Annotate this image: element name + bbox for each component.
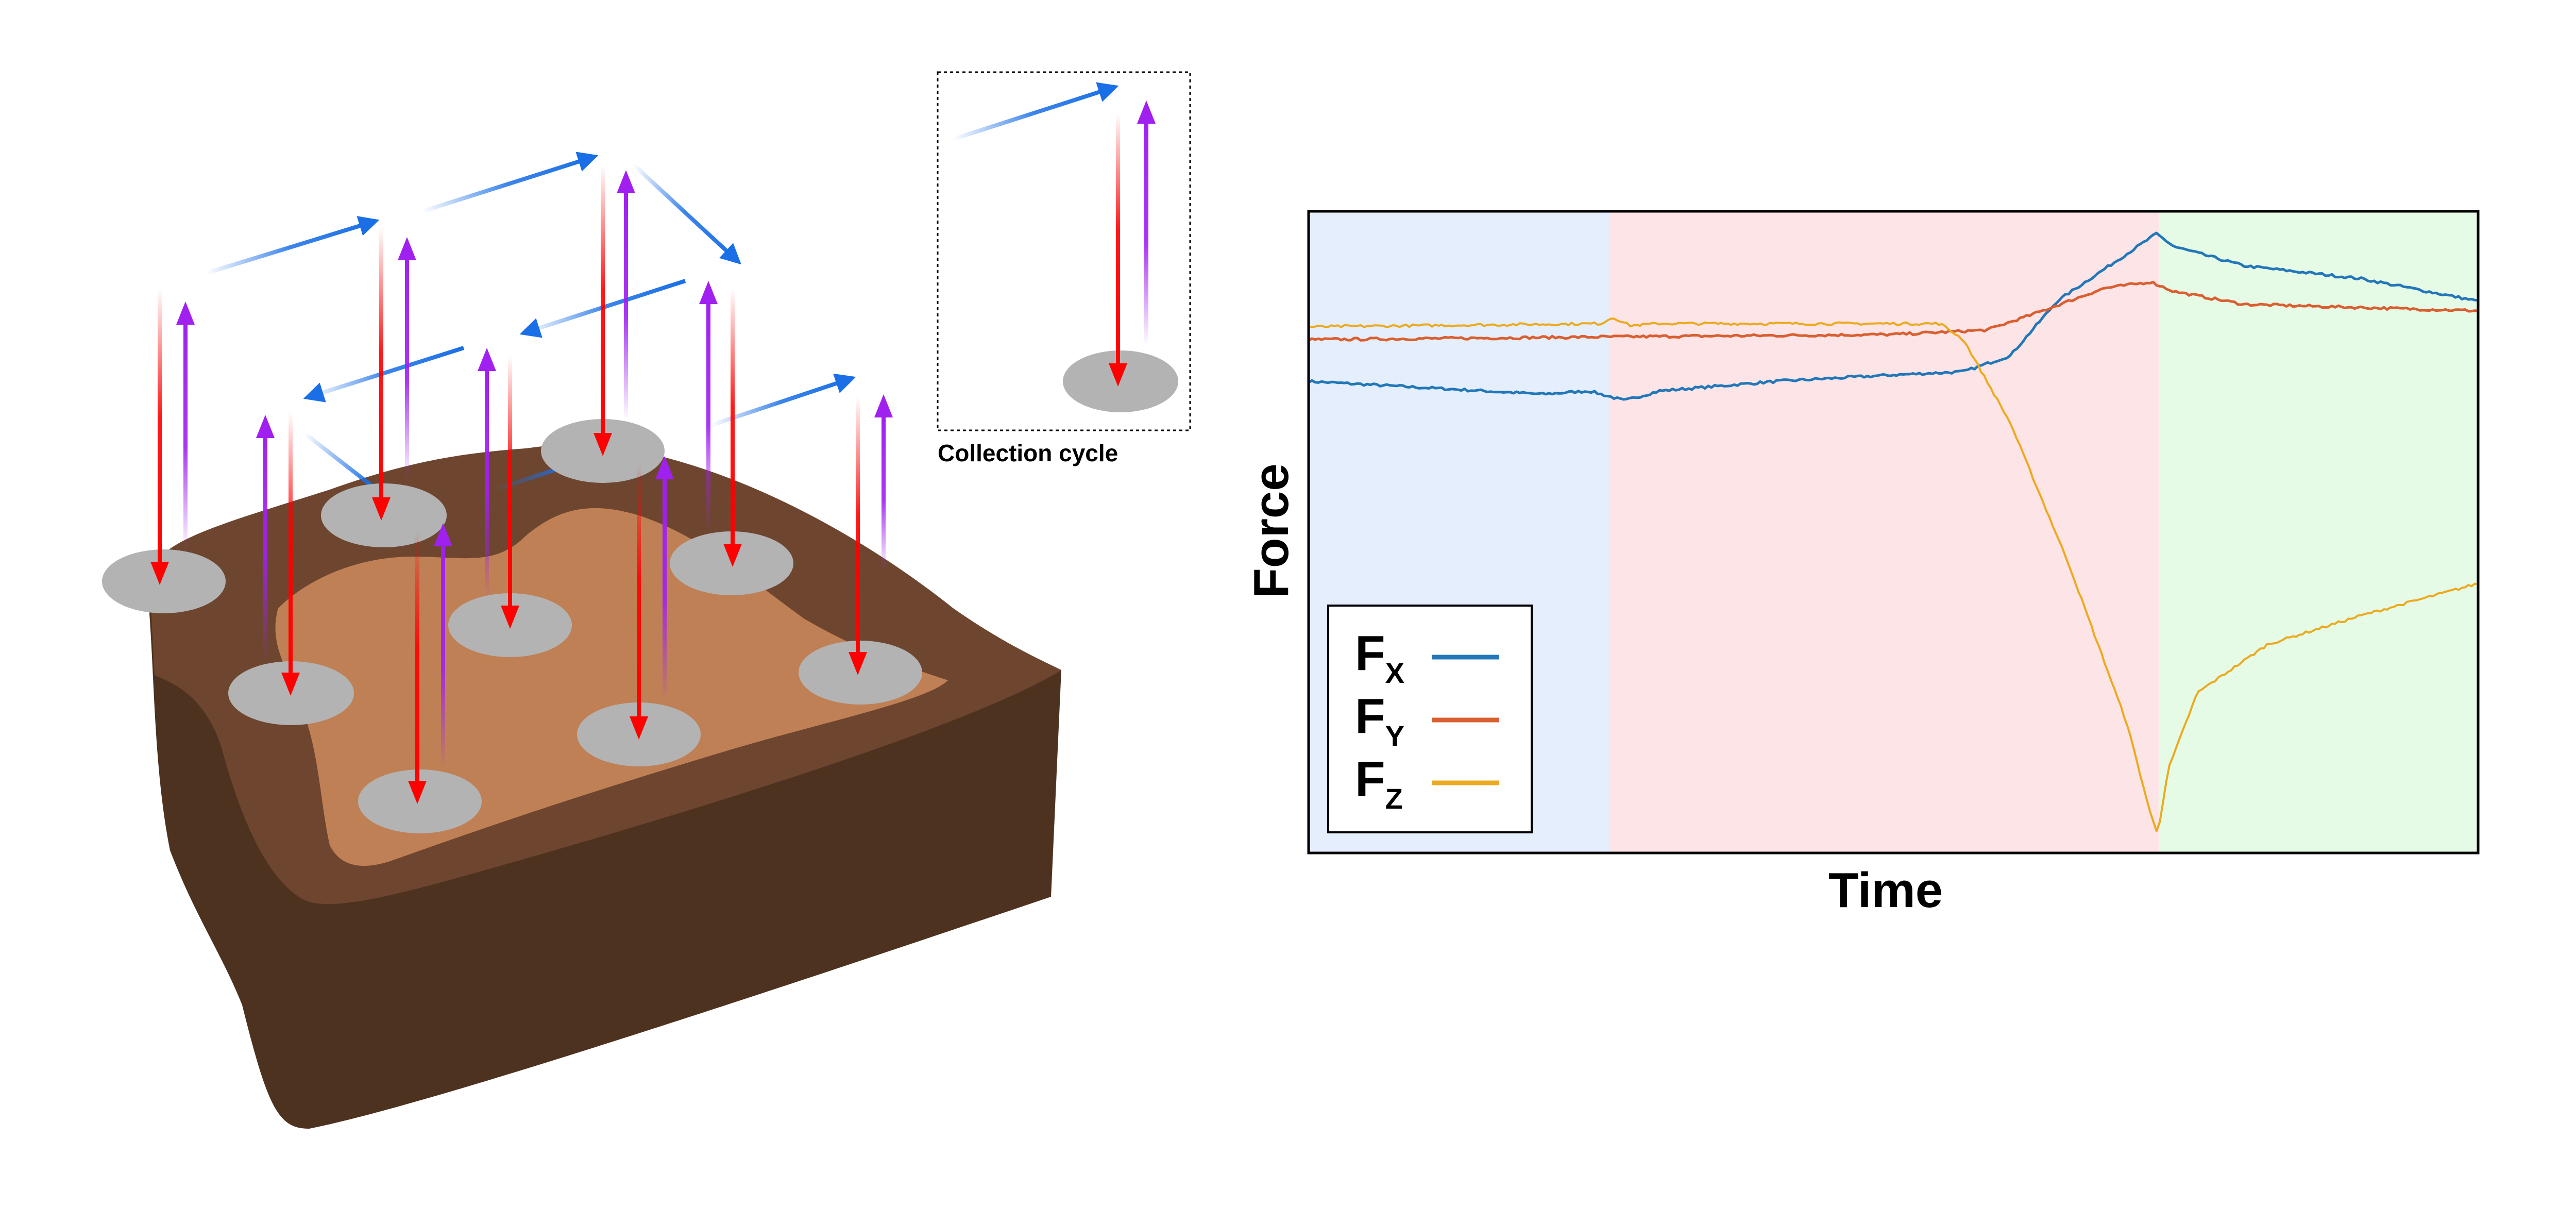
contact-ellipse bbox=[358, 769, 482, 833]
down-arrow-head bbox=[849, 652, 867, 675]
up-arrow-head bbox=[874, 394, 893, 417]
series-lines bbox=[1308, 231, 2479, 832]
down-arrow-shaft bbox=[601, 165, 605, 441]
down-arrow-shaft bbox=[379, 227, 383, 505]
up-arrow-head bbox=[478, 348, 496, 371]
down-arrow-shaft bbox=[637, 464, 641, 724]
plot-frame bbox=[1307, 210, 2480, 855]
legend-entry-fz: FZ bbox=[1355, 751, 1499, 815]
collection-cycle-inset: Collection cycle bbox=[937, 71, 1191, 466]
legend: FX FY FZ bbox=[1327, 605, 1533, 833]
legend-entry-fx: FX bbox=[1355, 626, 1499, 689]
up-arrow-head bbox=[398, 237, 416, 260]
up-arrow-shaft bbox=[183, 320, 188, 551]
phase-band-2 bbox=[1609, 211, 2159, 853]
down-arrow-shaft bbox=[856, 397, 860, 660]
inset-contact-ellipse bbox=[1063, 350, 1178, 412]
phase-band-3 bbox=[2159, 211, 2478, 853]
legend-label-fx: FX bbox=[1355, 626, 1404, 689]
force-chart: Time Force FX FY FZ bbox=[1244, 210, 2480, 918]
series-line-fx bbox=[1308, 231, 2479, 401]
legend-entry-fy: FY bbox=[1355, 689, 1499, 752]
down-arrow-head bbox=[594, 433, 612, 456]
contact-ellipse bbox=[321, 483, 447, 547]
inset-frame bbox=[937, 71, 1191, 431]
insertion-arrows bbox=[150, 165, 867, 804]
legend-label-fy: FY bbox=[1355, 689, 1404, 752]
inset-down-arrow-head bbox=[1109, 363, 1127, 387]
up-arrow-shaft bbox=[441, 541, 445, 768]
down-arrow-shaft bbox=[158, 289, 162, 569]
inset-up-arrow-shaft bbox=[1144, 119, 1148, 345]
down-arrow-head bbox=[408, 781, 427, 804]
down-arrow-shaft bbox=[731, 289, 735, 551]
up-arrow-head bbox=[655, 456, 674, 479]
extraction-arrows bbox=[176, 170, 893, 768]
contact-ellipse bbox=[102, 549, 226, 613]
legend-label-fz: FZ bbox=[1355, 751, 1403, 815]
down-arrow-shaft bbox=[415, 531, 419, 789]
up-arrow-shaft bbox=[663, 474, 667, 701]
down-arrow-head bbox=[630, 716, 648, 740]
move-arrow bbox=[632, 163, 741, 265]
inset-up-arrow-head bbox=[1137, 100, 1156, 124]
down-arrow-head bbox=[150, 562, 169, 585]
down-arrow-shaft bbox=[508, 356, 512, 613]
up-arrow-head bbox=[176, 301, 195, 325]
up-arrow-shaft bbox=[624, 188, 628, 420]
x-axis-label: Time bbox=[1828, 863, 1943, 918]
up-arrow-head bbox=[256, 415, 275, 438]
inset-move-arrow bbox=[952, 82, 1119, 141]
phase-backgrounds bbox=[1309, 211, 2478, 853]
down-arrow-head bbox=[281, 673, 300, 696]
up-arrow-shaft bbox=[882, 412, 886, 572]
series-line-fy bbox=[1308, 280, 2479, 342]
down-arrow-shaft bbox=[289, 412, 293, 680]
up-arrow-shaft bbox=[405, 255, 409, 482]
up-arrow-shaft bbox=[706, 299, 710, 531]
move-arrow bbox=[205, 216, 380, 275]
y-axis-label: Force bbox=[1244, 463, 1299, 598]
inset-down-arrow-shaft bbox=[1116, 113, 1120, 371]
down-arrow-head bbox=[372, 497, 391, 521]
move-arrow bbox=[421, 152, 599, 213]
up-arrow-head bbox=[699, 281, 718, 304]
move-arrow bbox=[303, 346, 465, 403]
up-arrow-head bbox=[434, 523, 452, 546]
soil-block bbox=[149, 443, 1061, 1129]
move-arrow bbox=[519, 279, 686, 338]
up-arrow-head bbox=[617, 170, 635, 193]
up-arrow-shaft bbox=[485, 366, 489, 598]
contact-points bbox=[102, 419, 922, 833]
series-line-fz bbox=[1308, 317, 2479, 832]
down-arrow-head bbox=[723, 544, 742, 567]
contact-ellipse bbox=[799, 641, 922, 705]
inset-caption: Collection cycle bbox=[938, 440, 1118, 466]
down-arrow-head bbox=[501, 606, 519, 629]
up-arrow-shaft bbox=[263, 433, 267, 660]
